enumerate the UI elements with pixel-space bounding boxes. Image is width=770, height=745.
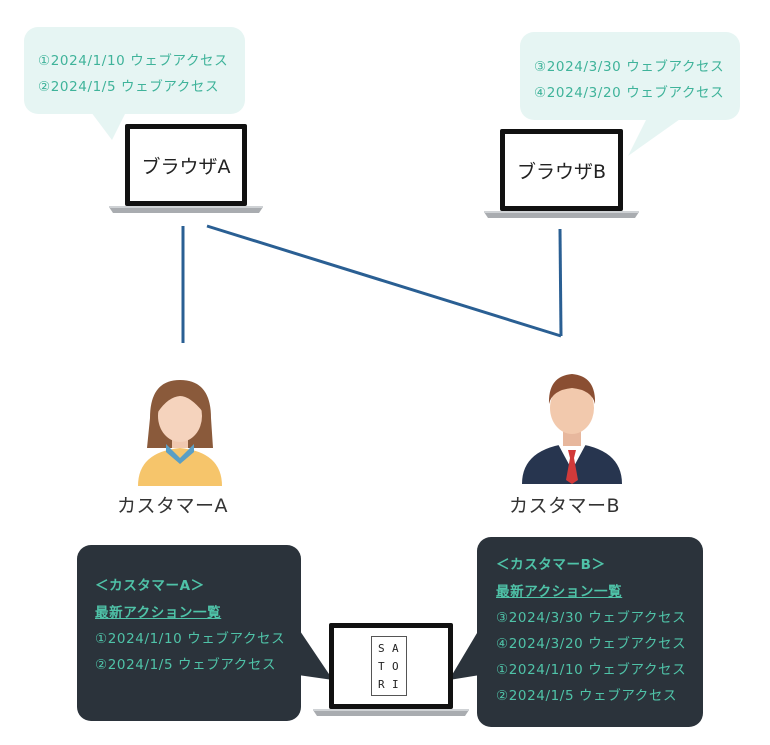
customer-a-action-card: ＜カスタマーA＞ 最新アクション一覧 ①2024/1/10 ウェブアクセス ②2…	[77, 545, 301, 721]
browser-b-access-bubble: ③2024/3/30 ウェブアクセス ④2024/3/20 ウェブアクセス	[520, 32, 740, 120]
bubble-tail-a	[88, 108, 128, 140]
browser-a-access-2: ②2024/1/5 ウェブアクセス	[38, 79, 220, 95]
card-tail-a	[298, 628, 333, 680]
browser-b-access-2: ④2024/3/20 ウェブアクセス	[534, 85, 725, 101]
customer-b-action-1: ③2024/3/30 ウェブアクセス	[496, 610, 687, 626]
customer-a-avatar-icon	[138, 380, 222, 486]
satori-logo: S A T O R I	[371, 636, 407, 696]
customer-a-label: カスタマーA	[117, 495, 228, 517]
customer-b-card-title: ＜カスタマーB＞	[496, 557, 606, 573]
customer-a-action-1: ①2024/1/10 ウェブアクセス	[95, 631, 286, 647]
card-tail-b	[449, 628, 480, 680]
satori-letter: I	[392, 678, 399, 691]
satori-letter: S	[378, 642, 385, 655]
browser-b-access-1: ③2024/3/30 ウェブアクセス	[534, 59, 725, 75]
customer-b-action-card: ＜カスタマーB＞ 最新アクション一覧 ③2024/3/30 ウェブアクセス ④2…	[477, 537, 703, 727]
browser-a-label: ブラウザA	[141, 156, 231, 178]
customer-b-label: カスタマーB	[509, 495, 621, 517]
customer-b-action-2: ④2024/3/20 ウェブアクセス	[496, 636, 687, 652]
connector-browser-b-customer-b	[558, 228, 563, 337]
customer-a-card-subtitle: 最新アクション一覧	[95, 605, 222, 621]
satori-letter: A	[392, 642, 399, 655]
browser-a-access-1: ①2024/1/10 ウェブアクセス	[38, 53, 229, 69]
browser-b-label: ブラウザB	[516, 161, 607, 183]
customer-b-action-3: ①2024/1/10 ウェブアクセス	[496, 662, 687, 678]
satori-letter: T	[378, 660, 385, 673]
customer-b-avatar-icon	[522, 374, 622, 484]
connector-browser-a-customer-b	[206, 224, 562, 338]
satori-letter: O	[392, 660, 399, 673]
laptop-icon-browser-b	[484, 129, 639, 218]
customer-b-card-subtitle: 最新アクション一覧	[496, 584, 623, 600]
satori-letter: R	[378, 678, 385, 691]
laptop-icon-browser-a	[109, 124, 263, 213]
customer-a-card-title: ＜カスタマーA＞	[95, 578, 205, 594]
bubble-tail-b	[628, 112, 690, 156]
customer-b-action-4: ②2024/1/5 ウェブアクセス	[496, 688, 678, 704]
browser-a-access-bubble: ①2024/1/10 ウェブアクセス ②2024/1/5 ウェブアクセス	[24, 27, 245, 114]
customer-a-action-2: ②2024/1/5 ウェブアクセス	[95, 657, 277, 673]
